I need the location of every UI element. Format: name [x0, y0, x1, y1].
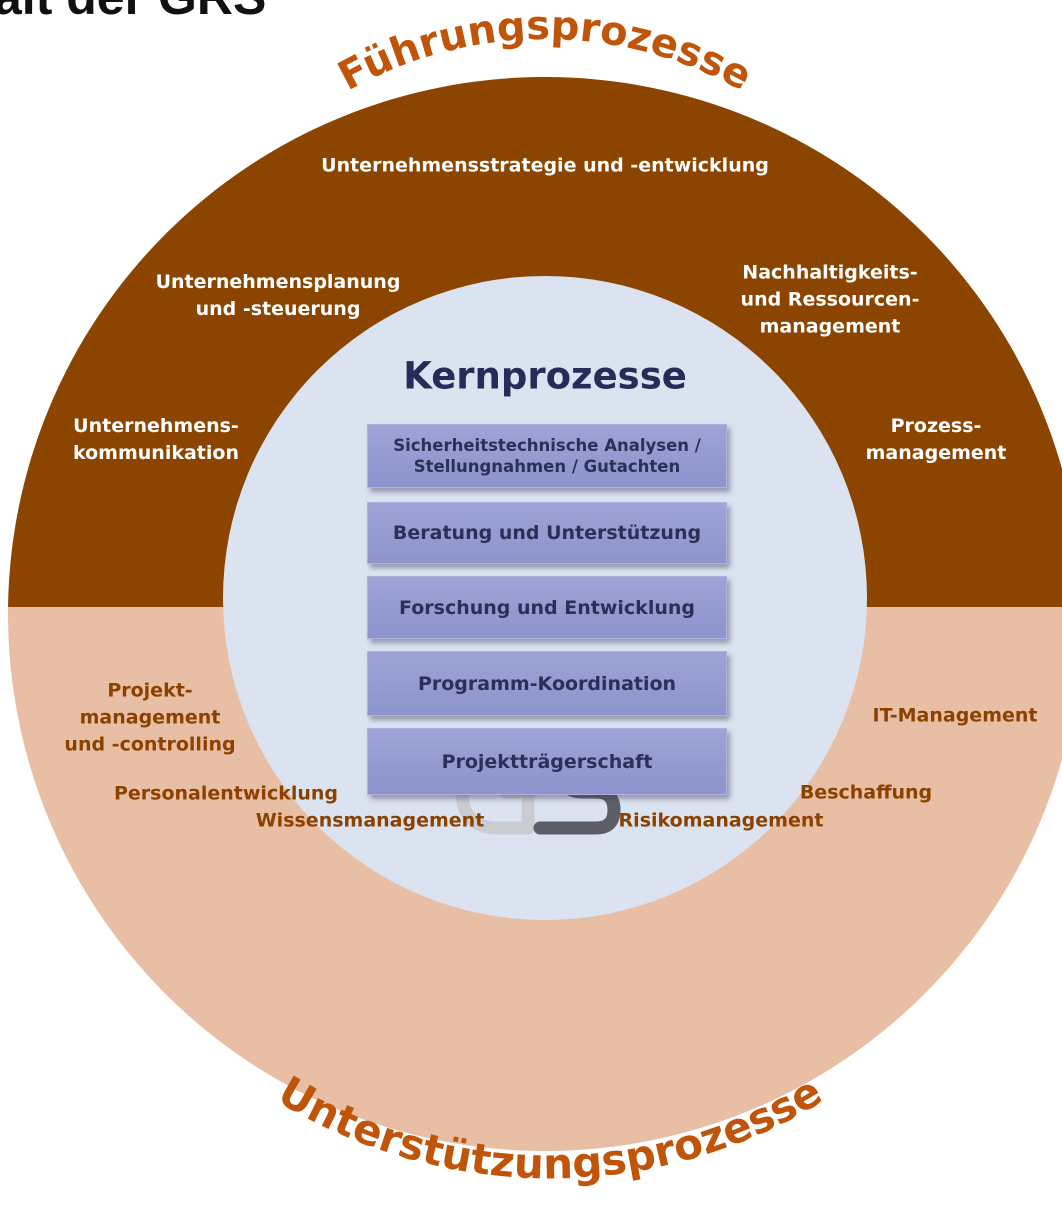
- process-it-management: IT-Management: [872, 704, 1038, 727]
- core-process-safety-analysis: Sicherheitstechnische Analysen / Stellun…: [367, 424, 727, 488]
- core-process-research: Forschung und Entwicklung: [367, 576, 727, 639]
- process-risk-management: Risikomanagement: [618, 809, 824, 832]
- core-process-title: Kernprozesse: [403, 354, 687, 398]
- process-process-management: Prozess- management: [865, 415, 1007, 464]
- slide-title-fragment: alt der GRS: [0, 0, 266, 22]
- process-sustainability: Nachhaltigkeits- und Ressourcen- managem…: [740, 261, 920, 338]
- process-knowledge-management: Wissensmanagement: [255, 809, 485, 832]
- core-process-project-management-agency: Projektträgerschaft: [367, 728, 727, 795]
- process-communication: Unternehmens- kommunikation: [73, 415, 239, 464]
- process-hr-development: Personalentwicklung: [113, 782, 339, 805]
- process-strategy: Unternehmensstrategie und -entwicklung: [321, 154, 769, 177]
- process-procurement: Beschaffung: [799, 781, 933, 804]
- process-project-management: Projekt- management und -controlling: [64, 679, 236, 756]
- core-process-consulting: Beratung und Unterstützung: [367, 502, 727, 564]
- core-process-program-coordination: Programm-Koordination: [367, 651, 727, 716]
- process-planning: Unternehmensplanung und -steuerung: [155, 271, 401, 320]
